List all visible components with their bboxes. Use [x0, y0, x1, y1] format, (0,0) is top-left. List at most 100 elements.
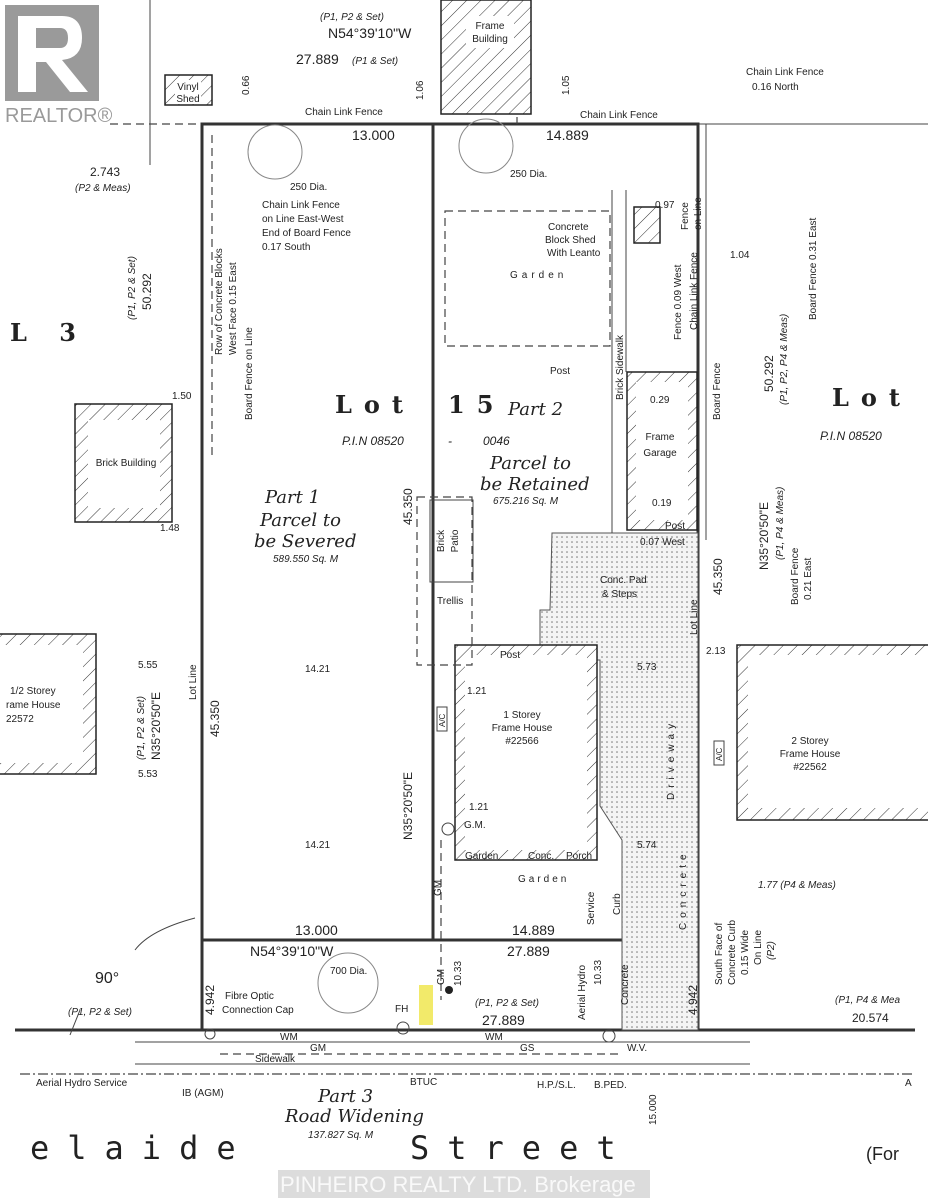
- left-distance: 45.350: [208, 700, 222, 737]
- dim-label: 1.21: [467, 686, 487, 697]
- ac-label: A/C: [715, 747, 724, 761]
- part1-label: Parcel to: [259, 510, 341, 531]
- right-total: 50.292: [762, 355, 776, 392]
- curb-label: Curb: [612, 893, 623, 915]
- aerial-service-label: Aerial Hydro Service: [36, 1078, 128, 1089]
- angle-arrow: [134, 917, 196, 951]
- fence-label: Chain Link Fence: [580, 110, 658, 121]
- fence-note: Board Fence 0.31 East: [808, 217, 819, 320]
- vinyl-shed-label: Vinyl: [177, 82, 199, 93]
- part3-area: 137.827 Sq. M: [308, 1130, 374, 1141]
- street-name: elaide: [30, 1129, 254, 1167]
- concrete-label: Concrete: [620, 964, 631, 1005]
- left-house-label: 1/2 Storey: [10, 686, 56, 697]
- post-label: Post: [500, 650, 520, 661]
- bottom-distance: 27.889: [507, 943, 550, 959]
- tree-label: 700 Dia.: [330, 966, 367, 977]
- frame-building-label: Frame: [476, 21, 505, 32]
- realtor-text: REALTOR®: [5, 105, 113, 127]
- service-label: Service: [586, 891, 597, 925]
- bottom-right-segment: 14.889: [512, 922, 555, 938]
- gas-meter-label: G.M.: [464, 820, 486, 831]
- top-bearing: N54°39'10"W: [328, 25, 412, 41]
- tree-label: 250 Dia.: [290, 182, 327, 193]
- conc-label: Conc.: [528, 851, 554, 862]
- east-ref: (P1, P4 & Mea: [835, 995, 900, 1006]
- left-total-ref: (P1, P2 & Set): [127, 256, 138, 320]
- street-note: (For: [866, 1144, 899, 1164]
- shed-label: With Leanto: [547, 248, 601, 259]
- part1-title: Part 1: [264, 487, 320, 508]
- post-icon: [445, 986, 453, 994]
- frame-building-label: Building: [472, 34, 508, 45]
- dim-label: 0.29: [650, 395, 670, 406]
- dim-label: 10.33: [453, 961, 464, 986]
- concrete-label: Concrete: [678, 849, 689, 930]
- ne-fence-label: Chain Link Fence: [746, 67, 824, 78]
- top-distance: 27.889: [296, 51, 339, 67]
- brick-sidewalk-label: Brick Sidewalk: [615, 334, 626, 400]
- fire-hydrant-label: FH: [395, 1004, 408, 1015]
- dim-label: 1.04: [730, 250, 750, 261]
- left-offset: 2.743: [90, 165, 120, 179]
- realtor-logo: REALTOR®: [5, 5, 113, 127]
- fence-note: 0.21 East: [803, 558, 814, 600]
- garden-label: Garden: [510, 270, 567, 281]
- mid-bearing: N35°20'50"E: [401, 772, 415, 840]
- part3-title: Part 3: [317, 1086, 373, 1107]
- pin-label: 0046: [483, 434, 510, 448]
- street-width: 15.000: [648, 1094, 659, 1125]
- driveway-label: Driveway: [666, 719, 677, 800]
- ac-unit: [713, 740, 725, 766]
- left-bearing: N35°20'50"E: [149, 692, 163, 760]
- watermain-label: WM: [485, 1032, 503, 1043]
- part2-label: be Retained: [480, 474, 590, 495]
- frontage-ref: (P1, P2 & Set): [475, 998, 539, 1009]
- board-fence-note: Board Fence on Line: [244, 327, 255, 420]
- street-name: Street: [410, 1129, 634, 1167]
- fence-label: Chain Link Fence: [305, 107, 383, 118]
- garden-label: Garden: [465, 851, 498, 862]
- ne-fence-label: 0.16 North: [752, 82, 799, 93]
- fence-on-line: Fence: [680, 202, 691, 230]
- post-label: Post: [550, 366, 570, 377]
- pin-label: P.I.N 08520: [342, 434, 404, 448]
- shed-label: Concrete: [548, 222, 589, 233]
- aerial-hydro-label: Aerial Hydro: [577, 965, 588, 1020]
- iron-bar-label: IB (AGM): [182, 1088, 224, 1099]
- gas-main-label: GM: [310, 1043, 326, 1054]
- pin-label: P.I.N 08520: [820, 429, 882, 443]
- gas-line-label: GM: [436, 969, 447, 985]
- ac-label: A/C: [438, 713, 447, 727]
- fibre-cap-icon: [204, 1028, 216, 1040]
- gas-service-label: GS: [520, 1043, 535, 1054]
- brokerage-watermark-bg: [278, 1170, 650, 1198]
- part2-label: Parcel to: [489, 453, 571, 474]
- dim-label: 0.97: [655, 200, 675, 211]
- lot-number: 15: [448, 390, 505, 419]
- ac-unit: [436, 706, 448, 732]
- bottom-bearing: N54°39'10"W: [250, 943, 334, 959]
- bell-pedestal-label: B.PED.: [594, 1080, 627, 1091]
- brokerage-watermark: PINHEIRO REALTY LTD. Brokerage: [280, 1172, 636, 1197]
- fire-hydrant-marker: [419, 985, 433, 1025]
- conc-pad-label: & Steps: [602, 589, 637, 600]
- dim-label: 5.74: [637, 840, 657, 851]
- east-distance: 20.574: [852, 1011, 889, 1025]
- offset-label: 1.05: [561, 75, 572, 95]
- fence-note: Board Fence: [712, 362, 723, 420]
- vinyl-shed-label: Shed: [176, 94, 199, 105]
- dim-label: 14.21: [305, 840, 330, 851]
- left-lot-label: L 3: [10, 318, 88, 347]
- right-distance: 45.350: [711, 558, 725, 595]
- offset-label: 0.66: [241, 75, 252, 95]
- trellis-label: Trellis: [437, 596, 463, 607]
- frontage-left-dim: 4.942: [203, 985, 217, 1015]
- lot-line-label: Lot Line: [188, 664, 199, 700]
- water-valve-label: W.V.: [627, 1043, 647, 1054]
- right-lot-label: Lot: [832, 383, 912, 412]
- part2-area: 675.216 Sq. M: [493, 496, 559, 507]
- pin-label: -: [448, 434, 452, 448]
- frontage-right-dim: 4.942: [686, 985, 700, 1015]
